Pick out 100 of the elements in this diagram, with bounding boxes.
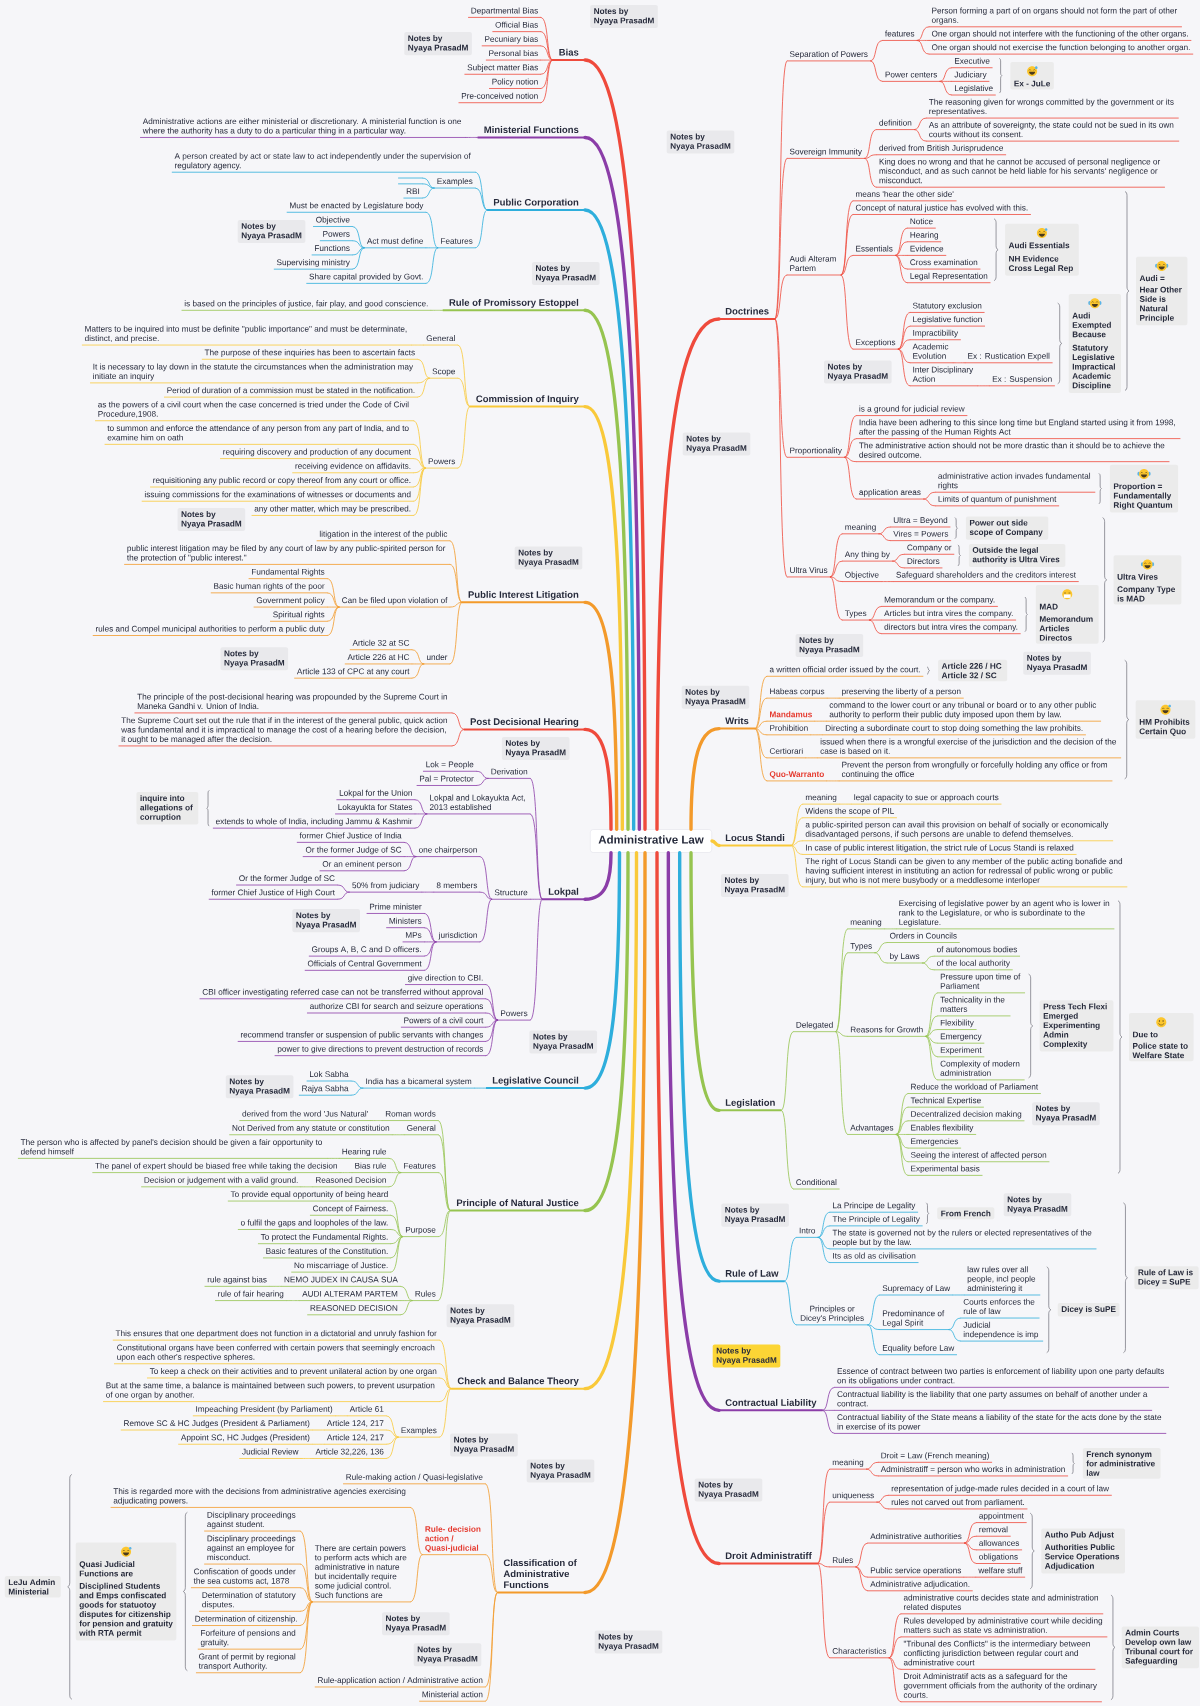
subtopic: Features xyxy=(437,238,476,249)
branch-line xyxy=(337,884,350,893)
subtopic: Structure xyxy=(491,889,531,900)
branch-line xyxy=(964,1542,977,1564)
subtopic: Examples xyxy=(433,178,476,189)
subtopic: Directing a subordinate court to stop doing something the law prohibits. xyxy=(822,724,1087,736)
branch-line xyxy=(327,592,340,608)
branch-line xyxy=(774,318,788,458)
subtopic: Pre-conceived notion xyxy=(458,92,542,104)
subtopic: a public-spirited person can avail this provision on behalf of socially or economically disadvantaged persons, if such persons are unable to defend themselves. xyxy=(802,821,1114,842)
branch-line xyxy=(403,856,417,872)
subtopic: Limits of quantum of punishment xyxy=(934,495,1060,507)
note-box: Notes by Nyaya PrasadM xyxy=(1003,1193,1072,1217)
subtopic: India has a bicameral system xyxy=(362,1078,475,1089)
subtopic: power to give directions to prevent destruction of records xyxy=(274,1045,487,1057)
branch-line xyxy=(774,274,788,320)
branch-line xyxy=(386,1436,399,1459)
summary-box: Audi = Hear Other Side is Natural Principle xyxy=(1136,256,1188,326)
subtopic: Judicial independence is imp xyxy=(960,1321,1044,1342)
subtopic: is based on the principles of justice, fair play, and good conscience. xyxy=(181,300,432,311)
branch-line xyxy=(388,1172,402,1173)
branch-line xyxy=(925,1015,938,1037)
subtopic: legal capacity to sue or approach courts xyxy=(850,794,1002,805)
branch-line xyxy=(390,1236,403,1259)
subtopic: representation of judge-made rules decided in a court of law xyxy=(888,1485,1113,1496)
note-box: Notes by Nyaya PrasadM xyxy=(177,508,246,532)
note-box: Notes by Nyaya PrasadM xyxy=(531,262,600,286)
subtopic: Objective xyxy=(841,571,883,582)
subtopic: But at the same time, a balance is maintained between such powers, to prevent usurpation of one organ by another. xyxy=(102,1382,440,1402)
subtopic: Experiment xyxy=(937,1046,985,1058)
subtopic: Period of duration of a commission must be stated in the notification. xyxy=(163,387,419,398)
subtopic: Rajya Sabha xyxy=(298,1085,352,1096)
branch-line xyxy=(411,649,425,665)
branch-line xyxy=(424,941,437,943)
summary-box: Quasi Judicial Functions are Disciplined Students and Emps confiscated goods for statuotoy disputes for citizenship for pension and gratuity with RTA permit xyxy=(75,1542,177,1641)
subtopic: REASONED DECISION xyxy=(306,1305,401,1316)
summary-box: Autho Pub Adjust Authorities Public Service Operations Adjudication xyxy=(1041,1528,1125,1574)
branch-line xyxy=(897,348,911,387)
subtopic: Notice xyxy=(906,218,937,229)
branch-line xyxy=(485,1012,499,1021)
subtopic: MPs xyxy=(402,932,425,943)
subtopic: As an attribute of sovereignty, the state could not be sued in its own courts without its consent. xyxy=(925,121,1180,142)
branch-line xyxy=(754,728,768,736)
subtopic: removal xyxy=(975,1526,1012,1537)
subtopic: Ex : Suspension xyxy=(989,375,1056,387)
branch-line xyxy=(350,1087,364,1096)
note-box: Notes by Nyaya PrasadM xyxy=(529,1030,598,1054)
main-topic: Rule of Promissory Estoppel xyxy=(441,298,586,312)
subtopic: meaning xyxy=(829,1459,867,1470)
subtopic: Roman words xyxy=(382,1110,439,1121)
subtopic: Characteristics xyxy=(829,1647,890,1659)
subtopic: The purpose of these inquiries has been to ascertain facts xyxy=(201,349,419,360)
main-topic: Locus Standi xyxy=(718,834,793,847)
branch-line xyxy=(939,81,952,82)
branch-line xyxy=(300,1458,314,1459)
branch-line xyxy=(895,1134,909,1135)
subtopic: Basic features of the Constitution. xyxy=(262,1247,392,1259)
branch-line xyxy=(964,1535,977,1544)
branch-line xyxy=(300,1601,313,1674)
subtopic: o fulfil the gaps and loopholes of the law. xyxy=(237,1219,392,1230)
branch-line xyxy=(269,1285,282,1287)
branch-line xyxy=(474,1087,487,1089)
main-topic: Public Corporation xyxy=(486,198,586,211)
subtopic: rules not carved out from parliament. xyxy=(888,1499,1028,1510)
branch-line xyxy=(878,533,891,542)
branch-line xyxy=(327,606,340,636)
branch-line xyxy=(895,227,908,256)
branch-line xyxy=(390,1236,403,1273)
branch-line xyxy=(835,1031,848,1135)
subtopic: application areas xyxy=(855,489,924,500)
branch-line xyxy=(844,456,857,500)
branch-line xyxy=(583,851,630,1213)
subtopic: uniqueness xyxy=(829,1492,878,1503)
branch-line xyxy=(822,1386,835,1411)
subtopic: Rules xyxy=(411,1290,439,1301)
branch-line xyxy=(840,274,854,350)
subtopic: one chairperson xyxy=(415,846,481,857)
branch-line xyxy=(948,1329,961,1342)
branch-line xyxy=(897,348,911,364)
summary-box: HM Prohibits Certain Quo xyxy=(1135,700,1196,739)
summary-box: Admin Courts Develop own law Tribunal court for Safeguarding xyxy=(1121,1626,1199,1669)
subtopic: Enables flexibility xyxy=(907,1124,977,1135)
branch-line xyxy=(300,1601,313,1612)
branch-line xyxy=(822,1409,835,1411)
branch-line xyxy=(895,241,908,256)
branch-line xyxy=(867,1294,880,1326)
branch-line xyxy=(479,856,493,900)
branch-line xyxy=(439,1363,452,1390)
branch-line xyxy=(479,898,493,943)
subtopic: Bias rule xyxy=(351,1162,390,1173)
branch-line xyxy=(583,851,647,1595)
branch-line xyxy=(583,851,639,1391)
note-box: Notes by Nyaya PrasadM xyxy=(1032,1102,1100,1126)
subtopic: Evidence xyxy=(906,245,947,256)
branch-line xyxy=(327,1158,340,1159)
subtopic: derived from the word 'Jus Natural' xyxy=(238,1110,372,1121)
subtopic: as the powers of a civil court when the case concerned is tried under the Code of Civil Procedure,1908. xyxy=(94,401,415,422)
main-topic: Principle of Natural Justice xyxy=(449,1199,586,1212)
subtopic: Principles or Dicey's Principles xyxy=(795,1305,869,1326)
main-topic: Rule of Law xyxy=(718,1269,786,1283)
